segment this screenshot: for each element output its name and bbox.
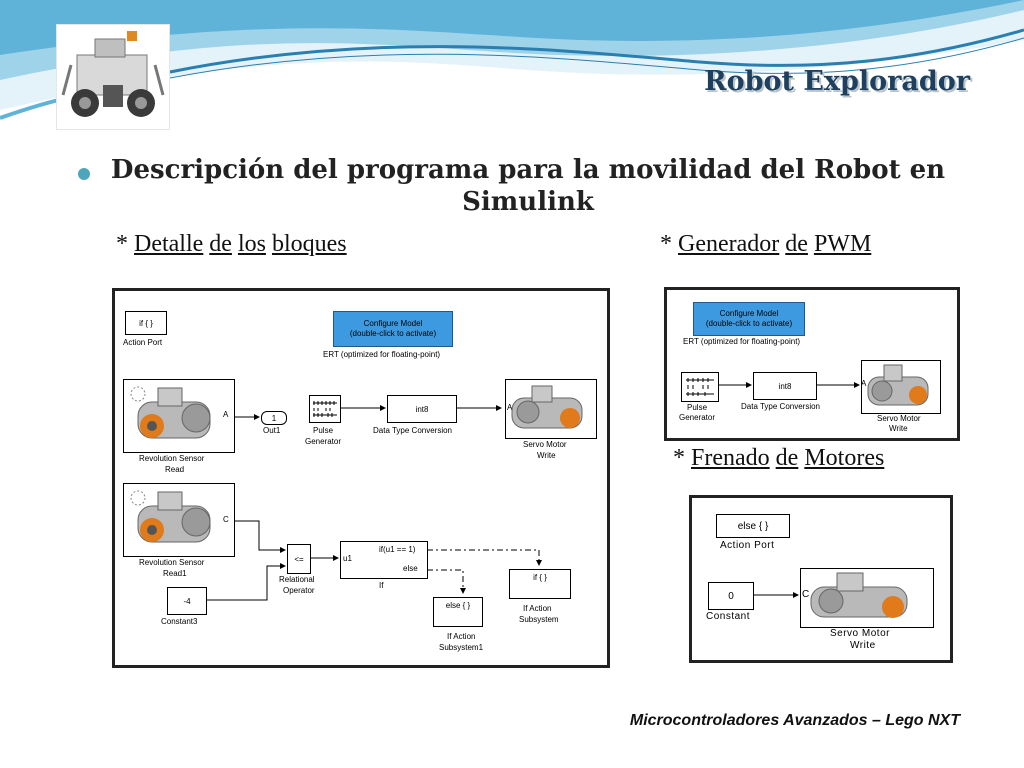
diagram-brake: else { } Action Port 0 Constant C Servo … bbox=[689, 495, 953, 663]
servo-motor-block[interactable] bbox=[505, 379, 597, 439]
subhead-pwm: * Generador de PWM bbox=[660, 231, 871, 258]
brake-action-port-label: Action Port bbox=[720, 540, 775, 551]
robot-photo bbox=[56, 24, 170, 130]
subhead-prefix: * bbox=[660, 231, 678, 257]
rev-sensor-1-label-2: Read1 bbox=[163, 569, 187, 578]
if-condition: if(u1 == 1) bbox=[379, 545, 416, 554]
relational-operator-block[interactable]: <= bbox=[287, 544, 311, 574]
out1-label: Out1 bbox=[263, 426, 281, 435]
pulse-generator-block[interactable] bbox=[309, 395, 341, 423]
pwm-dtc-label: Data Type Conversion bbox=[741, 402, 821, 411]
footer-text: Microcontroladores Avanzados – Lego NXT bbox=[629, 712, 960, 729]
subhead-word: de bbox=[775, 445, 799, 471]
configure-model-block[interactable]: Configure Model(double-click to activate… bbox=[333, 311, 453, 347]
brake-servo-motor-block[interactable] bbox=[800, 568, 934, 628]
dtc-label: Data Type Conversion bbox=[373, 426, 453, 435]
bullet-icon bbox=[78, 168, 90, 180]
constant3-label: Constant3 bbox=[161, 617, 198, 626]
rev-sensor-label-1: Revolution Sensor bbox=[139, 454, 205, 463]
subhead-word: bloques bbox=[271, 231, 347, 257]
subhead-word: de bbox=[209, 231, 232, 257]
diagram-pwm: Configure Model(double-click to activate… bbox=[664, 287, 960, 441]
subhead-detalle: * Detalle de los bloques bbox=[116, 231, 347, 258]
pwm-servo-motor-block[interactable] bbox=[861, 360, 941, 414]
revolution-sensor-1-block[interactable] bbox=[123, 483, 235, 557]
pwm-pulse-generator-block[interactable] bbox=[681, 372, 719, 402]
header-banner bbox=[0, 0, 1024, 120]
else-sub-label-2: Subsystem1 bbox=[439, 643, 484, 652]
data-type-conversion-block[interactable]: int8 bbox=[387, 395, 457, 423]
if-action-subsystem1-block[interactable]: else { } bbox=[433, 597, 483, 627]
subhead-word: los bbox=[237, 231, 266, 257]
pwm-pulse-icon bbox=[686, 378, 714, 396]
brake-constant-block[interactable]: 0 bbox=[708, 582, 754, 610]
if-in-port: u1 bbox=[343, 554, 352, 563]
brake-servo-label-1: Servo Motor bbox=[830, 628, 890, 639]
subhead-word: PWM bbox=[813, 231, 872, 257]
brake-action-port-block[interactable]: else { } bbox=[716, 514, 790, 538]
brake-servo-label-2: Write bbox=[850, 640, 876, 651]
pulse-label-2: Generator bbox=[305, 437, 342, 446]
subhead-word: Generador bbox=[678, 231, 780, 257]
main-wires bbox=[205, 405, 542, 601]
if-sub-label-1: If Action bbox=[523, 604, 552, 613]
pwm-wires bbox=[719, 382, 860, 388]
servo-port: A bbox=[507, 403, 513, 412]
pwm-ert-label: ERT (optimized for floating-point) bbox=[683, 337, 801, 346]
subhead-prefix: * bbox=[116, 231, 134, 257]
action-port-block[interactable]: if { } bbox=[125, 311, 167, 335]
subhead-prefix: * bbox=[673, 445, 691, 471]
rev-sensor-1-port: C bbox=[223, 515, 229, 524]
servo-label-2: Write bbox=[537, 451, 556, 460]
if-label: If bbox=[379, 581, 384, 590]
main-heading: Descripción del programa para la movilid… bbox=[88, 154, 968, 218]
rev-sensor-port: A bbox=[223, 410, 229, 419]
pwm-servo-label-2: Write bbox=[889, 424, 908, 433]
pwm-servo-port: A bbox=[861, 379, 867, 388]
rev-sensor-1-label-1: Revolution Sensor bbox=[139, 558, 205, 567]
out1-port[interactable]: 1 bbox=[261, 411, 287, 425]
brake-constant-label: Constant bbox=[706, 611, 751, 622]
if-action-subsystem-block[interactable]: if { } bbox=[509, 569, 571, 599]
if-sub-label-2: Subsystem bbox=[519, 615, 559, 624]
if-block[interactable]: u1 if(u1 == 1) else bbox=[340, 541, 428, 579]
diagram-main: if { } Action Port Configure Model(doubl… bbox=[112, 288, 610, 668]
pwm-pulse-label-2: Generator bbox=[679, 413, 716, 422]
subhead-word: Motores bbox=[804, 445, 885, 471]
subhead-word: Frenado bbox=[691, 445, 770, 471]
subhead-frenado: * Frenado de Motores bbox=[673, 445, 884, 472]
config-line-1: Configure Model bbox=[363, 319, 423, 328]
brake-wires bbox=[754, 592, 799, 598]
subhead-word: de bbox=[785, 231, 808, 257]
pwm-data-type-conversion-block[interactable]: int8 bbox=[753, 372, 817, 400]
subhead-word: Detalle bbox=[134, 231, 204, 257]
pwm-config-line-1: Configure Model bbox=[719, 309, 779, 318]
ert-label: ERT (optimized for floating-point) bbox=[323, 350, 441, 359]
pwm-configure-model-block[interactable]: Configure Model(double-click to activate… bbox=[693, 302, 805, 336]
action-port-label: Action Port bbox=[123, 338, 163, 347]
slide-title: Robot Explorador bbox=[704, 66, 970, 97]
if-else-port: else bbox=[403, 564, 418, 573]
rev-sensor-label-2: Read bbox=[165, 465, 185, 474]
relop-label-1: Relational bbox=[279, 575, 315, 584]
pulse-label-1: Pulse bbox=[313, 426, 334, 435]
servo-label-1: Servo Motor bbox=[523, 440, 567, 449]
heading-line-2: Simulink bbox=[462, 187, 594, 217]
pwm-servo-label-1: Servo Motor bbox=[877, 414, 921, 423]
pwm-config-line-2: (double-click to activate) bbox=[705, 319, 793, 328]
constant3-block[interactable]: -4 bbox=[167, 587, 207, 615]
heading-line-1: Descripción del programa para la movilid… bbox=[110, 155, 946, 185]
pulse-icon bbox=[313, 401, 337, 417]
relop-label-2: Operator bbox=[283, 586, 315, 595]
revolution-sensor-block[interactable] bbox=[123, 379, 235, 453]
pwm-pulse-label-1: Pulse bbox=[687, 403, 708, 412]
brake-servo-port: C bbox=[802, 589, 810, 600]
else-sub-label-1: If Action bbox=[447, 632, 476, 641]
config-line-2: (double-click to activate) bbox=[349, 329, 437, 338]
